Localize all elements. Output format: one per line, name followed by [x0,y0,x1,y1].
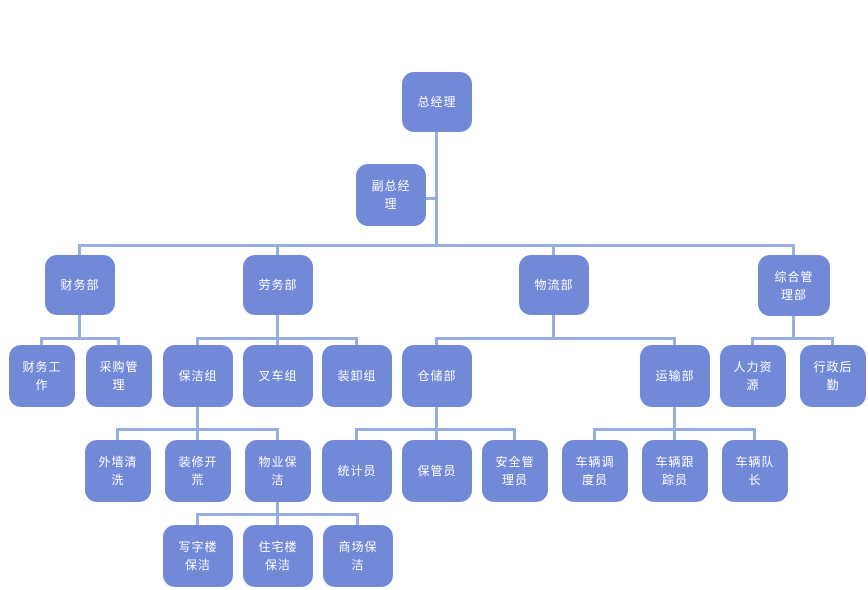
org-node-label: 综合管理部 [774,269,814,302]
org-connector [673,428,676,440]
org-node-label: 商场保洁 [338,540,378,572]
org-connector [276,502,279,513]
org-node-label: 安全管理员 [495,455,535,487]
org-connector [276,337,279,345]
org-node-label: 运输部 [655,369,695,383]
org-node-label: 财务部 [60,278,100,292]
org-node-forklift-team[interactable]: 叉车组 [243,345,313,407]
org-connector [276,513,279,525]
org-connector [40,337,43,345]
org-node-deputy-general-manager[interactable]: 副总经理 [356,164,426,226]
org-connector [276,315,279,337]
org-connector [792,315,795,337]
org-node-warehouse-dept[interactable]: 仓储部 [402,345,472,407]
org-node-finance-dept[interactable]: 财务部 [45,255,115,315]
org-node-label: 写字楼保洁 [178,540,218,572]
org-connector [276,428,279,440]
org-connector [426,197,435,200]
org-node-label: 外墙清洗 [98,455,138,487]
org-node-label: 仓储部 [417,369,457,383]
org-node-general-mgmt-dept[interactable]: 综合管理部 [758,255,830,316]
org-connector [831,337,834,345]
org-node-labor-dept[interactable]: 劳务部 [243,255,313,315]
org-node-label: 装修开荒 [178,455,218,487]
org-connector [552,244,555,255]
org-node-human-resources[interactable]: 人力资源 [720,345,786,407]
org-connector [196,407,199,428]
org-node-office-building-cleaning[interactable]: 写字楼保洁 [163,525,233,587]
org-node-label: 副总经理 [371,179,411,211]
org-connector [40,337,120,340]
org-connector [751,337,834,340]
org-connector [355,428,358,440]
org-node-label: 车辆调度员 [575,455,615,487]
org-node-label: 物业保洁 [258,455,298,487]
org-node-label: 财务工作 [22,360,62,392]
org-connector [792,244,795,255]
org-connector [753,428,756,440]
org-node-safety-manager[interactable]: 安全管理员 [482,440,548,502]
org-node-vehicle-team-leader[interactable]: 车辆队长 [722,440,788,502]
org-connector [196,428,199,440]
org-connector [435,407,438,428]
org-connector [673,337,676,345]
org-connector [356,513,359,525]
org-node-label: 装卸组 [337,369,377,383]
org-node-label: 保洁组 [178,369,218,383]
org-connector [116,428,119,440]
org-connector [435,337,438,345]
org-node-cleaning-team[interactable]: 保洁组 [163,345,233,407]
org-connector [276,244,279,255]
org-connector [78,244,795,247]
org-node-label: 人力资源 [733,360,773,392]
org-node-label: 叉车组 [258,369,298,383]
org-node-label: 总经理 [417,95,457,109]
org-connector [593,428,596,440]
org-node-label: 劳务部 [258,278,298,292]
org-connector [78,315,81,337]
org-node-exterior-wall-cleaning[interactable]: 外墙清洗 [85,440,151,502]
org-connector [355,337,358,345]
org-node-vehicle-dispatcher[interactable]: 车辆调度员 [562,440,628,502]
org-node-storekeeper[interactable]: 保管员 [402,440,472,502]
org-node-logistics-dept[interactable]: 物流部 [519,255,589,315]
org-node-label: 车辆队长 [735,455,775,487]
org-connector [435,428,438,440]
org-node-statistician[interactable]: 统计员 [322,440,392,502]
org-node-label: 物流部 [534,278,574,292]
org-node-label: 统计员 [337,464,377,478]
org-node-transport-dept[interactable]: 运输部 [640,345,710,407]
org-node-property-cleaning[interactable]: 物业保洁 [245,440,311,502]
org-node-loading-team[interactable]: 装卸组 [322,345,392,407]
org-connector [196,337,199,345]
org-node-finance-work[interactable]: 财务工作 [9,345,75,407]
org-connector [435,132,438,247]
org-connector [552,315,555,337]
org-connector [196,513,199,525]
org-node-general-manager[interactable]: 总经理 [402,72,472,132]
org-node-procurement-mgmt[interactable]: 采购管理 [86,345,152,407]
org-connector [673,407,676,428]
org-node-residential-building-cleaning[interactable]: 住宅楼保洁 [243,525,313,587]
org-node-mall-cleaning[interactable]: 商场保洁 [323,525,393,587]
org-node-label: 保管员 [417,464,457,478]
org-connector [117,337,120,345]
org-node-label: 采购管理 [99,360,139,392]
org-node-label: 住宅楼保洁 [258,540,298,572]
org-connector [513,428,516,440]
org-node-renovation-cleaning[interactable]: 装修开荒 [165,440,231,502]
org-node-label: 车辆跟踪员 [655,455,695,487]
org-node-label: 行政后勤 [813,360,853,392]
org-connector [435,337,676,340]
org-node-admin-logistics[interactable]: 行政后勤 [800,345,866,407]
org-node-vehicle-tracker[interactable]: 车辆跟踪员 [642,440,708,502]
org-connector [78,244,81,255]
org-connector [751,337,754,345]
